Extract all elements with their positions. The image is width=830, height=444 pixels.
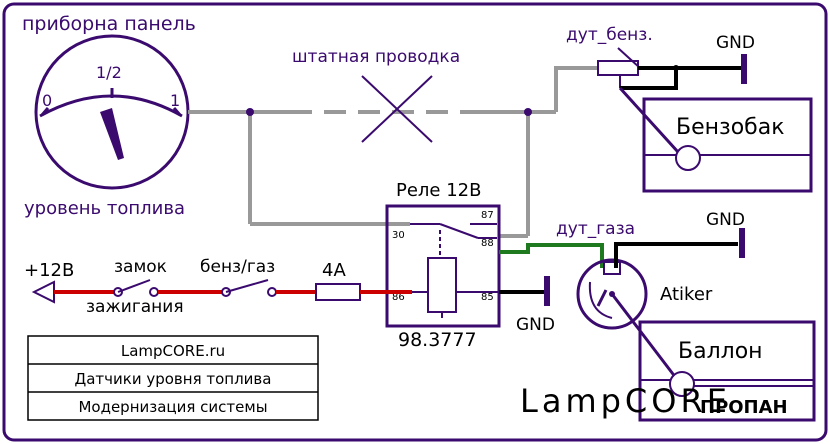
ignition-label-top: замок (114, 257, 167, 277)
cut-marker-icon (361, 75, 433, 143)
fuel-gauge (34, 34, 190, 190)
gauge-scale-empty: 0 (42, 91, 52, 110)
petrol-tank-label: Бензобак (676, 115, 785, 140)
petrol-sender-ground-wire (620, 66, 742, 90)
relay-pin-30: 30 (392, 230, 405, 241)
gauge-scale-half: 1/2 (96, 63, 122, 82)
watermark: LampCORE (520, 382, 731, 420)
info-table (27, 335, 319, 421)
gas-tank-label: Баллон (678, 339, 763, 364)
ignition-switch-icon (113, 279, 159, 297)
petrol-tank (642, 97, 813, 193)
gauge-needle (100, 108, 124, 160)
relay-part-number: 98.3777 (398, 329, 477, 351)
selector-switch-icon (221, 279, 277, 297)
wire-junction (673, 65, 679, 71)
gas-tank (638, 320, 816, 422)
relay-body (385, 204, 501, 328)
petrol-float-icon (618, 86, 701, 171)
gas-sender-ground-wire (614, 242, 738, 268)
petrol-sender-label: дут_бенз. (566, 25, 653, 45)
power-label: +12В (24, 260, 74, 281)
info-table-row: LampCORE.ru (121, 342, 225, 360)
petrol-sender-resistor (597, 47, 641, 88)
selector-switch-label: бенз/газ (200, 257, 275, 277)
power-terminal-icon (31, 280, 55, 304)
instrument-panel-title: приборна панель (22, 13, 196, 35)
gas-sender-dial (576, 258, 648, 330)
relay-contact (410, 223, 497, 256)
gas-tank-fuel: ПРОПАН (700, 397, 788, 418)
ground-label: GND (516, 315, 555, 335)
gauge-scale-full: 1 (170, 91, 180, 110)
gas-sender-brand: Atiker (660, 284, 713, 305)
wire-junction (246, 108, 254, 116)
gas-signal-wire (499, 243, 604, 268)
relay-title: Реле 12В (396, 180, 481, 201)
relay-pin-87: 87 (481, 210, 494, 221)
wire-junction (524, 108, 532, 116)
info-table-row: Датчики уровня топлива (75, 370, 272, 388)
relay-pin-85: 85 (481, 292, 494, 303)
ground-label: GND (706, 210, 745, 230)
fuse-icon (315, 283, 361, 301)
gas-float-icon (610, 293, 695, 397)
stock-wiring-label: штатная проводка (292, 47, 460, 67)
gas-sender-label: дут_газа (556, 219, 635, 239)
relay-coil (427, 257, 457, 313)
relay-pin-88: 88 (481, 238, 494, 249)
fuse-label: 4А (322, 260, 346, 281)
ignition-label-bottom: зажигания (86, 297, 184, 317)
info-table-row: Модернизация системы (78, 398, 267, 416)
relay-pin-86: 86 (392, 292, 405, 303)
stock-wiring (188, 66, 598, 238)
instrument-panel-subtitle: уровень топлива (24, 198, 185, 219)
ground-label: GND (716, 33, 755, 53)
